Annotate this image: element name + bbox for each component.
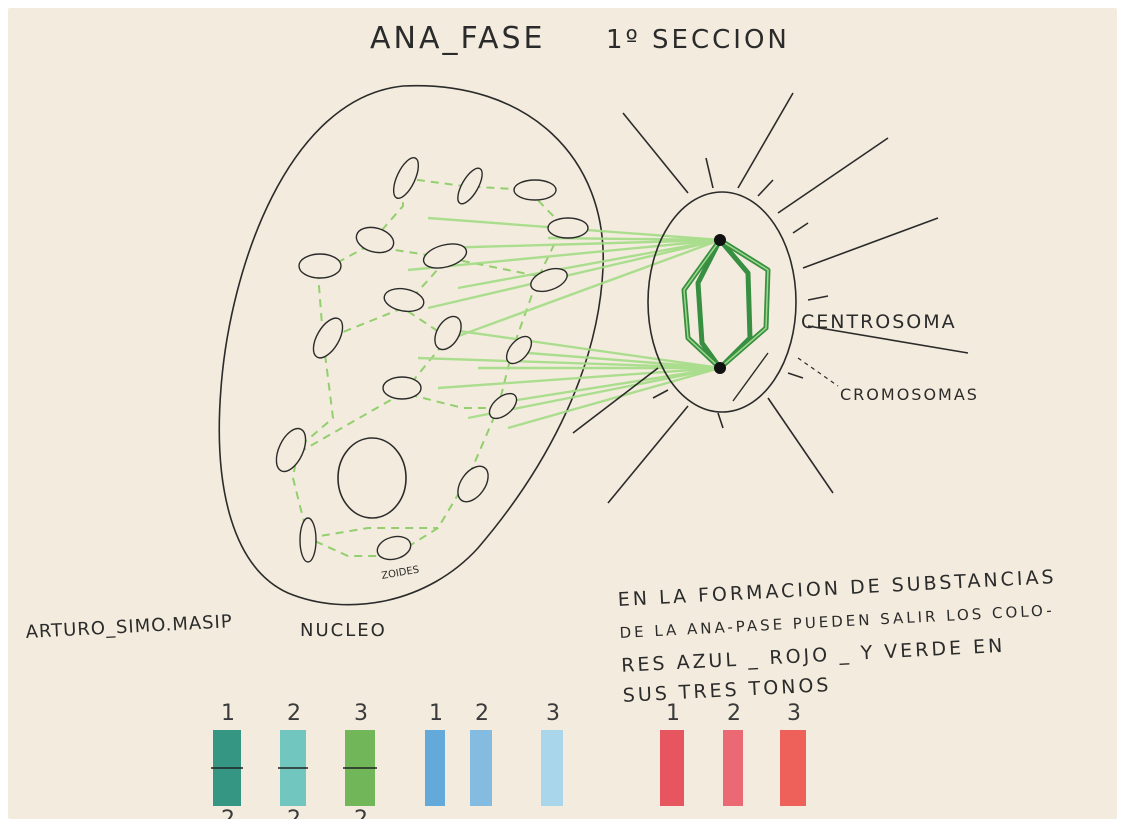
swatch-top-number-7: 1 <box>666 701 680 726</box>
label-cromosomas: CROMOSOMAS <box>840 385 979 404</box>
centriole-bottom <box>714 362 726 374</box>
note-line-3: RES AZUL _ ROJO _ Y VERDE EN <box>621 635 1006 677</box>
swatch-bottom-number-1: 2 <box>221 807 235 819</box>
centriole-top <box>714 234 726 246</box>
drawing-canvas: ANA_FASE 1º SECCION <box>8 8 1117 819</box>
aster-rays <box>573 93 968 503</box>
note-paragraph: EN LA FORMACION DE SUBSTANCIAS DE LA ANA… <box>617 566 1062 707</box>
swatch-top-number-4: 1 <box>429 701 443 726</box>
label-centrosoma: CENTROSOMA <box>801 311 957 333</box>
nucleus <box>338 438 406 518</box>
swatch-4 <box>425 730 445 806</box>
author-signature: ARTURO_SIMO.MASIP <box>25 611 233 643</box>
swatch-bottom-number-3: 2 <box>354 807 368 819</box>
swatch-9 <box>780 730 806 806</box>
title-anafase: ANA_FASE <box>370 21 546 56</box>
swatch-5 <box>470 730 492 806</box>
label-nucleo: NUCLEO <box>300 620 387 641</box>
spindle-chromosomes <box>684 240 768 368</box>
paper-sheet: ANA_FASE 1º SECCION <box>8 8 1117 819</box>
swatch-top-number-5: 2 <box>475 701 489 726</box>
swatch-7 <box>660 730 684 806</box>
swatch-8 <box>723 730 743 806</box>
swatch-6 <box>541 730 563 806</box>
swatch-top-number-3: 3 <box>354 701 368 726</box>
swatch-bottom-number-2: 2 <box>287 807 301 819</box>
swatch-top-number-6: 3 <box>546 701 560 726</box>
swatch-top-number-8: 2 <box>727 701 741 726</box>
title-section: 1º SECCION <box>606 25 790 55</box>
swatch-top-number-1: 1 <box>221 701 235 726</box>
color-swatches: 1 2 2 2 3 2 1 2 3 1 2 3 <box>211 701 806 819</box>
swatch-top-number-2: 2 <box>287 701 301 726</box>
swatch-top-number-9: 3 <box>787 701 801 726</box>
label-zoides: ZOIDES <box>381 565 420 582</box>
